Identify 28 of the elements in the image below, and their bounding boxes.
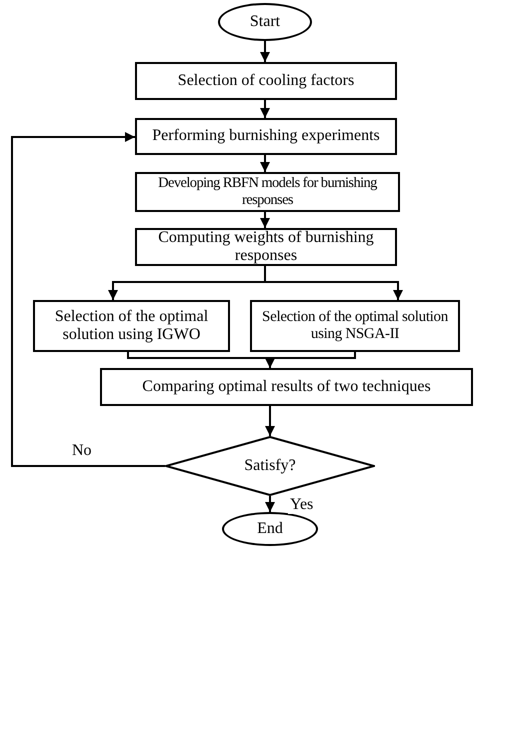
process-box xyxy=(135,62,397,100)
arrow xyxy=(265,352,356,368)
node-text: Start xyxy=(248,12,282,32)
process-box xyxy=(33,300,230,352)
node-text: Computing weights of burnishing responses xyxy=(157,228,375,266)
arrow xyxy=(260,100,270,118)
decision-diamond xyxy=(165,436,375,496)
arrow xyxy=(264,266,403,300)
arrow xyxy=(260,212,270,228)
node-text: End xyxy=(256,520,284,538)
node-text: Satisfy? xyxy=(243,456,297,476)
arrow xyxy=(265,406,275,436)
arrow xyxy=(260,155,270,172)
edge-label: Yes xyxy=(288,496,316,514)
node-text: Comparing optimal results of two techniques xyxy=(141,378,432,396)
process-box xyxy=(135,172,400,212)
process-box xyxy=(135,118,397,155)
node-text: Selection of the optimal solution using NSGA-II xyxy=(261,308,449,344)
process-box xyxy=(135,228,397,266)
process-box xyxy=(100,368,473,406)
node-text: Developing RBFN models for burnishing responses xyxy=(157,175,378,209)
node-text: Selection of cooling factors xyxy=(176,72,356,90)
arrow xyxy=(11,132,165,467)
arrow xyxy=(260,41,270,62)
arrow xyxy=(265,496,275,512)
node-text: Selection of the optimal solution using IGWO xyxy=(54,308,210,344)
node-text: Performing burnishing experiments xyxy=(151,127,381,146)
process-box xyxy=(250,300,460,352)
